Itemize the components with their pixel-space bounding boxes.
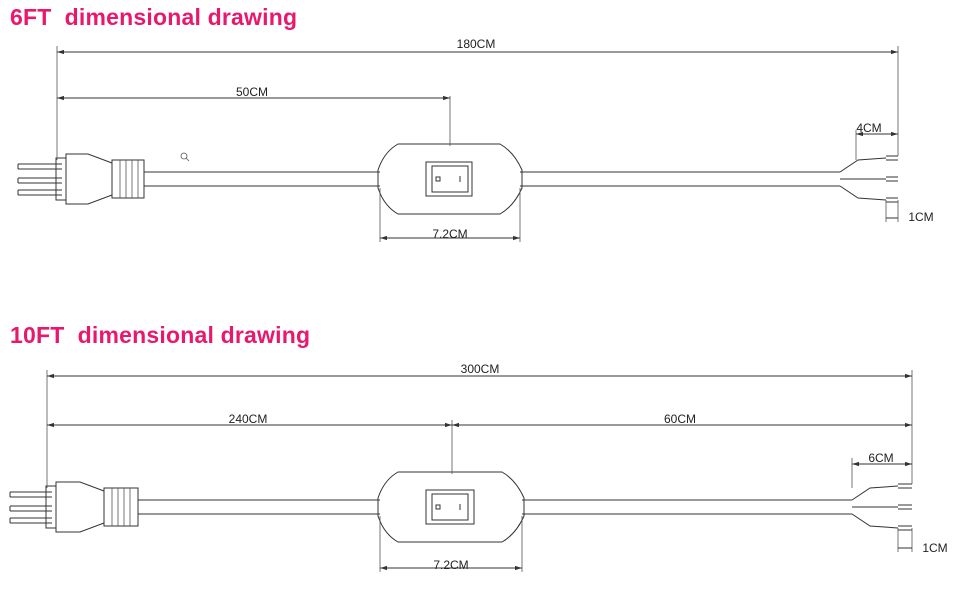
drawing-title-10ft: 10FT dimensional drawing	[10, 322, 311, 348]
dim-label-total: 300CM	[461, 362, 500, 376]
rocker-switch-icon	[377, 471, 525, 543]
dim-label-switch-width: 7.2CM	[432, 227, 467, 241]
magnifier-icon	[180, 152, 190, 162]
dim-label-switch-width: 7.2CM	[433, 558, 468, 572]
drawing-title-6ft: 6FT dimensional drawing	[10, 4, 298, 30]
stripped-wires-icon	[851, 483, 912, 531]
dim-label-switch-distance: 50CM	[236, 85, 268, 99]
dim-label-strip: 4CM	[856, 121, 881, 135]
drawing-6ft: 180CM 50CM 7.2CM 4CM 1CM	[17, 37, 934, 242]
dim-label-wire-end: 1CM	[922, 541, 947, 555]
plug-icon	[9, 481, 139, 533]
dim-label-switch-distance: 240CM	[229, 412, 268, 426]
drawing-10ft: 300CM 240CM 60CM 7.2CM 6CM 1CM	[9, 362, 948, 572]
stripped-wires-icon	[839, 155, 898, 203]
plug-icon	[17, 153, 145, 205]
dim-label-total: 180CM	[457, 37, 496, 51]
dim-label-remaining: 60CM	[664, 412, 696, 426]
dim-label-strip: 6CM	[868, 451, 893, 465]
dim-label-wire-end: 1CM	[908, 210, 933, 224]
rocker-switch-icon	[377, 143, 523, 215]
